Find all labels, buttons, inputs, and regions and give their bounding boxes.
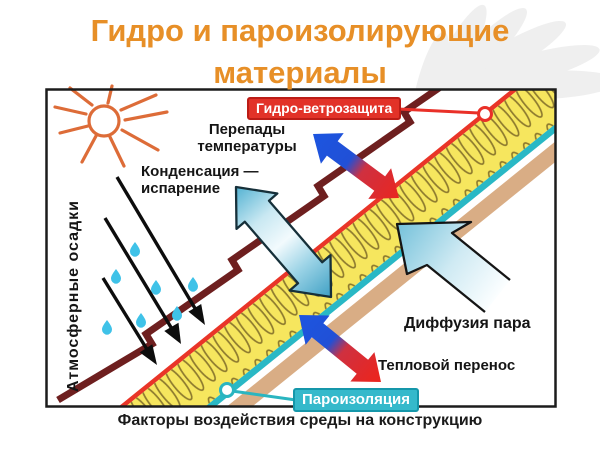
hot-cold-double-arrow-icon [299,315,381,382]
label-condensation-evaporation: Конденсация — испарение [141,163,259,197]
roof-layers [47,90,555,406]
outer-red-layer [47,90,555,406]
hot-cold-double-arrow-icon [313,133,399,199]
sun-icon [53,84,169,168]
lining-layer [62,90,555,406]
tag-hydro-wind-protection: Гидро-ветрозащита [247,97,402,120]
tag-vapor-barrier: Пароизоляция [293,388,420,412]
label-atmospheric-precipitation: Атмосферные осадки [65,199,83,392]
slide-title-line1: Гидро и пароизолирующие [90,13,510,48]
moisture-arrow-icon [234,185,333,299]
slide-title-line2: материалы [213,55,387,90]
label-heat-transfer: Тепловой перенос [378,357,516,374]
label-temperature-swings: Перепады температуры [197,121,297,155]
moisture-arrow-icon [395,220,511,313]
vapor-barrier-layer [54,90,555,406]
hydro-wind-node [477,106,493,122]
diagram-caption: Факторы воздействия среды на конструкцию [117,412,483,429]
insulation-coils [47,90,555,406]
rain-arrow-icon [101,176,205,365]
raindrop-icon [102,242,198,335]
hydro-wind-connector [397,107,480,115]
vapor-barrier-node [219,382,235,398]
label-vapor-diffusion: Диффузия пара [404,315,531,332]
slide-title: Гидро и пароизолирующие материалы [0,10,600,94]
vapor-barrier-connector [231,389,297,402]
